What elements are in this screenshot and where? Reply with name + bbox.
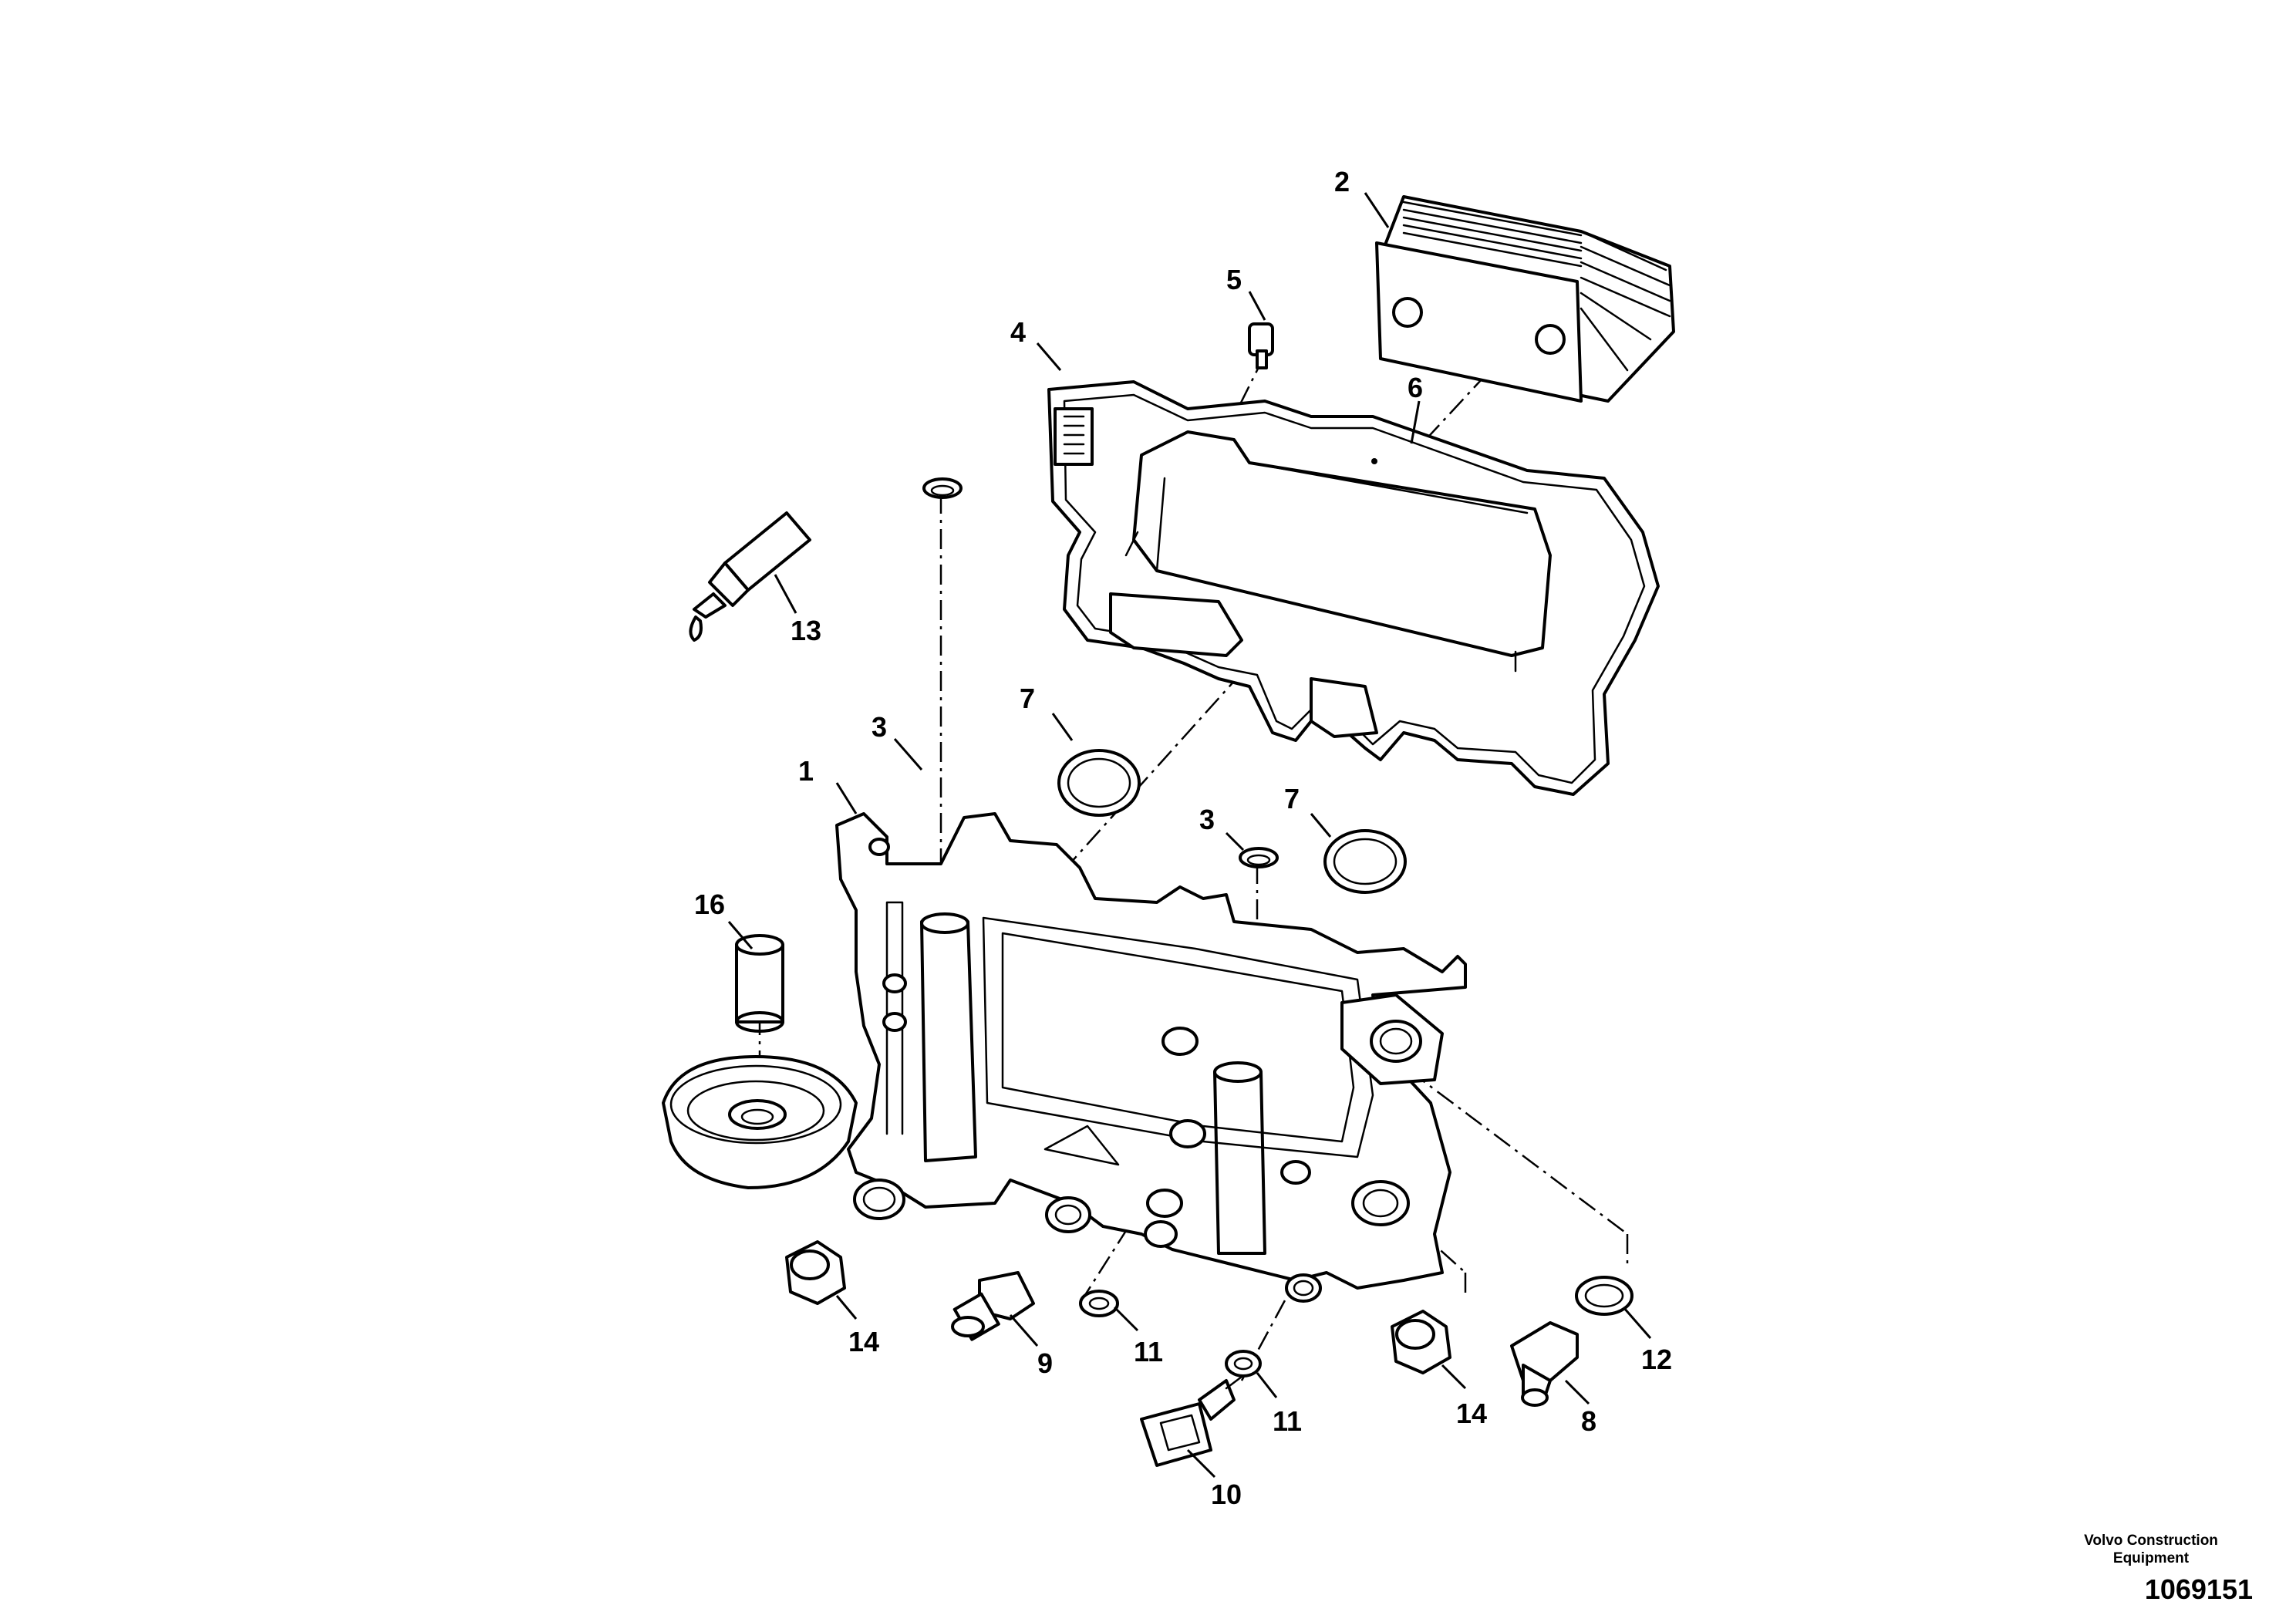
oil-cooler-element xyxy=(1375,195,1675,403)
pressure-sensor-9 xyxy=(951,1271,1035,1341)
callout-14a: 14 xyxy=(848,1326,879,1357)
callout-4: 4 xyxy=(1010,316,1026,348)
callout-9: 9 xyxy=(1037,1347,1053,1379)
leader-lines xyxy=(727,192,1652,1479)
washer-12 xyxy=(1575,1276,1633,1316)
callout-11b: 11 xyxy=(1273,1405,1302,1437)
o-ring-7b xyxy=(1323,829,1407,894)
plug-14b xyxy=(1391,1310,1451,1374)
filter-sleeve xyxy=(735,934,784,1033)
oil-cooler-housing xyxy=(835,812,1467,1303)
callout-12: 12 xyxy=(1641,1344,1672,1375)
callout-7a: 7 xyxy=(1020,683,1035,714)
screw xyxy=(1248,322,1274,369)
callout-14b: 14 xyxy=(1456,1398,1487,1429)
washer-11b xyxy=(1225,1350,1262,1378)
callout-1: 1 xyxy=(798,755,814,787)
cooler-housing-gasket xyxy=(1047,380,1660,796)
callout-16: 16 xyxy=(694,889,725,920)
brand-line-2: Equipment xyxy=(2112,1550,2190,1566)
plug-14a xyxy=(785,1240,846,1305)
illustration-number: 1069151 xyxy=(2144,1573,2253,1605)
callout-6: 6 xyxy=(1408,372,1423,403)
o-ring-7a xyxy=(1057,749,1141,817)
sealant-tube xyxy=(689,511,811,642)
callout-labels: 1 2 3 3 4 5 6 7 7 8 9 10 11 11 12 13 14 … xyxy=(694,166,1672,1510)
callout-13: 13 xyxy=(791,615,821,646)
callout-11a: 11 xyxy=(1134,1336,1163,1367)
callout-3a: 3 xyxy=(872,711,887,743)
callout-5: 5 xyxy=(1226,264,1242,295)
callout-10: 10 xyxy=(1211,1479,1242,1510)
brand-line-1: Volvo Construction xyxy=(2084,1533,2218,1549)
brand-label: Volvo Construction Equipment xyxy=(2051,1532,2251,1567)
sealing-ring-3a xyxy=(922,477,963,499)
filter-head xyxy=(662,1055,858,1189)
sealing-ring-3b xyxy=(1239,847,1279,868)
callout-3b: 3 xyxy=(1199,804,1215,835)
callout-2: 2 xyxy=(1334,166,1350,197)
washer-11a xyxy=(1079,1290,1119,1317)
temperature-sender-10 xyxy=(1140,1375,1243,1467)
adapter-8 xyxy=(1510,1321,1579,1407)
callout-8: 8 xyxy=(1581,1405,1596,1437)
callout-7b: 7 xyxy=(1284,783,1300,814)
